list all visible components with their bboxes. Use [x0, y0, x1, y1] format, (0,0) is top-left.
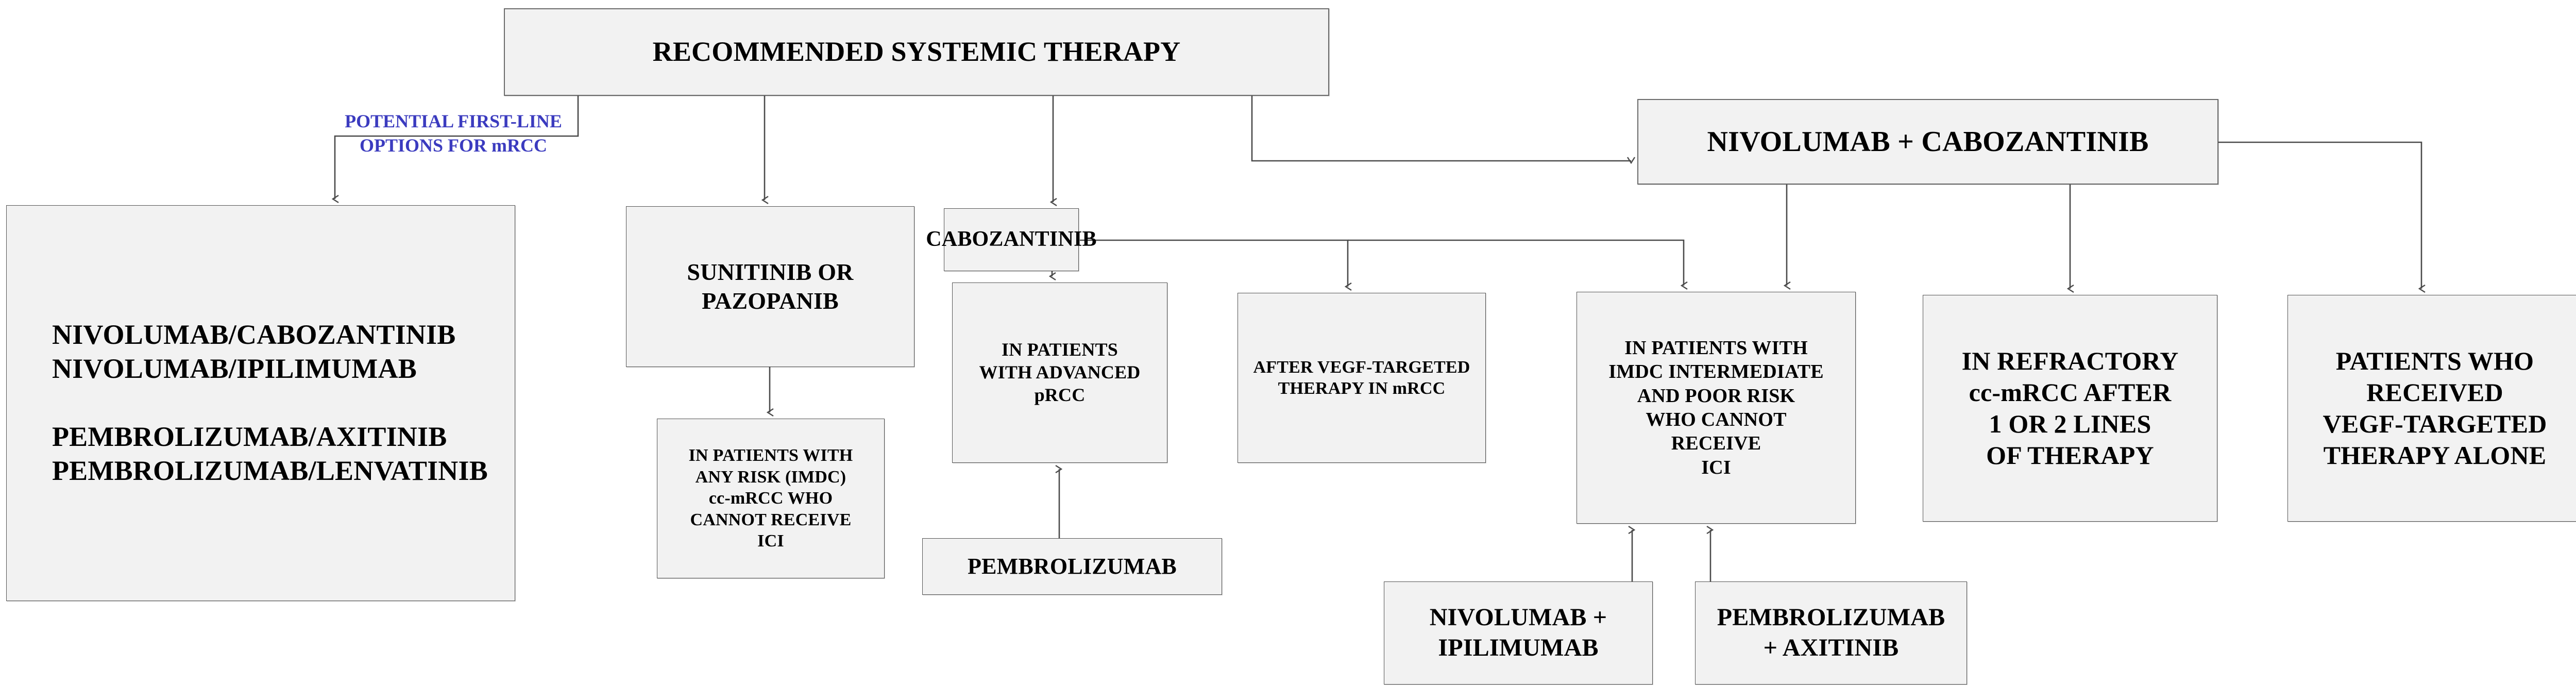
node-pembrolizumab-axitinib[interactable]: PEMBROLIZUMAB + AXITINIB	[1695, 581, 1967, 685]
node-patients-received-vegf-targeted-alone[interactable]: PATIENTS WHO RECEIVED VEGF-TARGETED THER…	[2287, 295, 2576, 522]
edge-cabo-to-vegfaftermrcc	[1080, 239, 1352, 291]
node-pembrolizumab[interactable]: PEMBROLIZUMAB	[922, 538, 1222, 595]
node-refractory-cc-mrcc[interactable]: IN REFRACTORY cc-mRCC AFTER 1 OR 2 LINES…	[1923, 295, 2217, 522]
node-sunitinib-or-pazopanib[interactable]: SUNITINIB OR PAZOPANIB	[626, 206, 914, 367]
node-any-risk-imdc-cc-mrcc[interactable]: IN PATIENTS WITH ANY RISK (IMDC) cc-mRCC…	[657, 419, 885, 578]
node-after-vegf-targeted-therapy-mrcc[interactable]: AFTER VEGF-TARGETED THERAPY IN mRCC	[1238, 293, 1486, 463]
annotation-potential-first-line-options: POTENTIAL FIRST-LINE OPTIONS FOR mRCC	[345, 111, 562, 156]
node-advanced-prcc[interactable]: IN PATIENTS WITH ADVANCED pRCC	[952, 282, 1167, 463]
node-imdc-intermediate-poor-risk[interactable]: IN PATIENTS WITH IMDC INTERMEDIATE AND P…	[1577, 292, 1856, 524]
edge-title-to-nivocabo	[1251, 96, 1636, 164]
edge-nivocabo-to-vegfalone	[2218, 141, 2426, 293]
node-first-line-options-list[interactable]: NIVOLUMAB/CABOZANTINIB NIVOLUMAB/IPILIMU…	[6, 205, 515, 601]
node-cabozantinib[interactable]: CABOZANTINIB	[926, 208, 1097, 271]
edge-cabo-to-imdc	[1348, 239, 1688, 290]
node-nivolumab-cabozantinib[interactable]: NIVOLUMAB + CABOZANTINIB	[1637, 99, 2218, 185]
node-nivolumab-ipilimumab[interactable]: NIVOLUMAB + IPILIMUMAB	[1384, 581, 1653, 685]
node-recommended-systemic-therapy[interactable]: RECOMMENDED SYSTEMIC THERAPY	[504, 8, 1329, 96]
